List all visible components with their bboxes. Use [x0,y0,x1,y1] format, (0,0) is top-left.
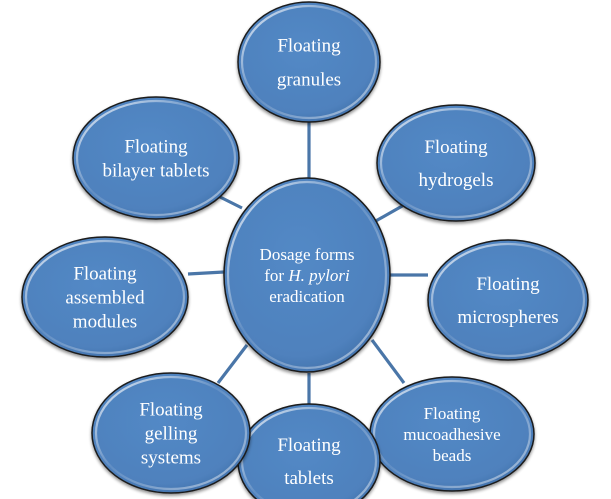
node-label-line: Floating [139,400,203,421]
connectors [187,122,428,404]
node-label-line: hydrogels [419,170,494,191]
node-hydrogels-shape [376,104,536,222]
center-label-text: Dosage forms [260,245,355,264]
node-label: Floating assembled modules [65,264,145,333]
center-node-shape [223,177,391,373]
node-granules: Floating granules [237,1,381,123]
node-bilayer-tablets-shape [72,96,240,220]
node-label-line: Floating [424,137,488,158]
connector-mucoadhesive-beads [370,339,406,384]
node-label-line: Floating [277,36,341,57]
connector-assembled-modules [187,270,225,276]
center-label-italic: H. pylori [287,266,350,285]
node-label-line: granules [277,70,341,91]
node-granules-highlight [240,4,378,120]
node-label-line: modules [73,312,137,333]
node-label-line: Floating [73,264,137,285]
node-label: Floating granules [277,36,341,91]
node-label-line: gelling [145,424,198,445]
node-mucoadhesive-beads-shape [369,376,535,492]
connector-gelling-systems [216,344,249,384]
node-gelling-systems-ellipse [91,372,251,494]
node-label-line: assembled [65,288,145,309]
node-label-line: mucoadhesive [403,425,500,444]
node-microspheres-ellipse [427,239,589,361]
node-label-line: bilayer tablets [102,161,209,182]
node-gelling-systems: Floating gelling systems [91,372,251,494]
node-label: Floating mucoadhesive beads [403,404,500,465]
node-label-line: Floating [277,435,341,456]
center-label: Dosage forms for H. pylori eradication [260,245,355,306]
node-mucoadhesive-beads: Floating mucoadhesive beads [369,376,535,492]
center-node-ellipse [223,177,391,373]
center-label-line: for H. pylori [264,266,350,285]
node-bilayer-tablets-highlight [75,99,237,217]
node-hydrogels-ellipse [376,104,536,222]
node-label: Floating tablets [277,435,341,489]
node-bilayer-tablets-ellipse [72,96,240,220]
center-node: Dosage forms for H. pylori eradication [223,177,391,373]
node-microspheres: Floating microspheres [427,239,589,361]
center-label-text: eradication [269,287,345,306]
node-bilayer-tablets: Floating bilayer tablets [72,96,240,220]
node-label-line: beads [433,446,472,465]
node-label-line: systems [141,448,201,469]
node-microspheres-shape [427,239,589,361]
node-assembled-modules: Floating assembled modules [21,236,189,358]
node-granules-ellipse [237,1,381,123]
node-label: Floating bilayer tablets [102,137,209,182]
node-assembled-modules-shape [21,236,189,358]
node-hydrogels-highlight [379,107,533,219]
center-label-text: for [264,266,288,285]
node-mucoadhesive-beads-highlight [372,379,532,489]
center-label-line: eradication [269,287,345,306]
center-node-highlight [226,180,388,370]
node-hydrogels: Floating hydrogels [376,104,536,222]
center-label-line: Dosage forms [260,245,355,264]
node-label: Floating gelling systems [139,400,203,469]
node-label-line: tablets [284,468,334,489]
connector-hydrogels [373,203,405,224]
node-label-line: microspheres [457,307,558,328]
node-assembled-modules-highlight [24,239,186,355]
node-microspheres-highlight [430,242,586,358]
node-tablets: Floating tablets [237,403,381,499]
node-label-line: Floating [424,404,481,423]
node-granules-shape [237,1,381,123]
node-gelling-systems-shape [91,372,251,494]
node-label-line: Floating [124,137,188,158]
node-gelling-systems-highlight [94,375,248,491]
node-label-line: Floating [476,274,540,295]
node-label: Floating microspheres [457,274,558,328]
node-label: Floating hydrogels [419,137,494,191]
node-assembled-modules-ellipse [21,236,189,358]
